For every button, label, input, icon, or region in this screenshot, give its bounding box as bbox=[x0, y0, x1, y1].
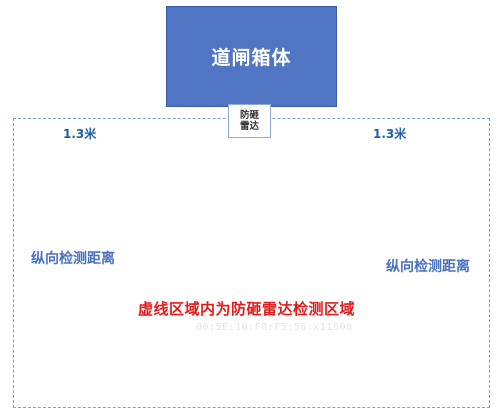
gate-box: 道闸箱体 bbox=[166, 6, 337, 107]
left-width-dimension: 1.3米 bbox=[63, 127, 97, 141]
right-distance-label: 纵向检测距离 bbox=[386, 259, 470, 275]
detection-zone-note: 虚线区域内为防砸雷达检测区域 bbox=[138, 300, 356, 318]
radar-sensor-box: 防砸雷达 bbox=[228, 104, 271, 138]
left-distance-label: 纵向检测距离 bbox=[31, 251, 115, 267]
watermark: 00:5E:16:F8:F5:56:x11608 bbox=[196, 322, 353, 333]
right-width-dimension: 1.3米 bbox=[373, 127, 407, 141]
radar-sensor-label: 防砸雷达 bbox=[239, 110, 259, 132]
gate-box-label: 道闸箱体 bbox=[211, 47, 292, 69]
